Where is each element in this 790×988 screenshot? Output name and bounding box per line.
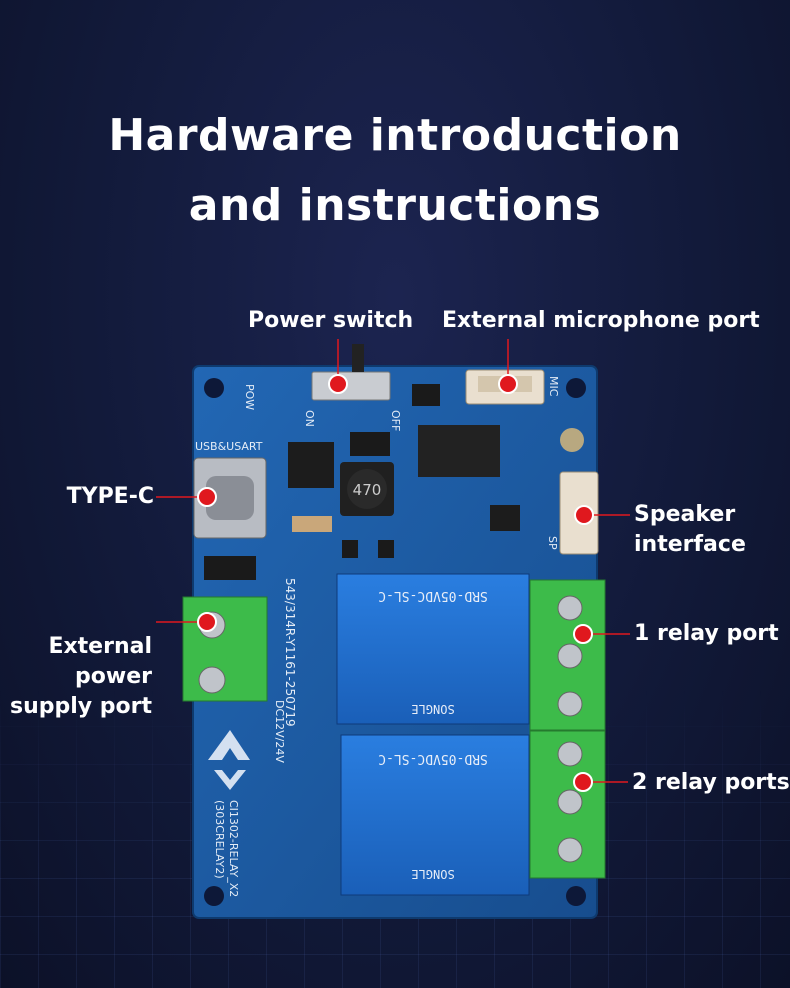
- relay2-brand: SONGLE: [411, 867, 454, 881]
- label-ext-power-line2: power: [75, 664, 152, 689]
- diode: [204, 556, 256, 580]
- label-speaker-line2: interface: [634, 532, 746, 557]
- silk-mic: MIC: [547, 376, 560, 397]
- silk-model2: (303CRELAY2): [213, 800, 226, 879]
- relay-2: [340, 734, 530, 896]
- relay1-model: SRD-05VDC-SL-C: [378, 588, 488, 603]
- capacitor: [378, 540, 394, 558]
- ic-chip: [418, 425, 500, 477]
- silk-sp: SP: [546, 536, 559, 550]
- marker-mic-port: [498, 374, 518, 394]
- marker-speaker: [574, 505, 594, 525]
- ic-chip: [350, 432, 390, 456]
- mount-hole: [566, 886, 586, 906]
- relay2-model: SRD-05VDC-SL-C: [378, 751, 488, 766]
- ic-chip: [490, 505, 520, 531]
- microphone-capsule: [560, 428, 584, 452]
- page-title-line2: and instructions: [188, 180, 602, 231]
- silk-dc: DC12V/24V: [273, 700, 286, 763]
- power-switch: [311, 371, 391, 401]
- silk-pow: POW: [243, 384, 256, 410]
- label-external-mic-port: External microphone port: [442, 308, 760, 333]
- power-terminal-block: [182, 596, 268, 702]
- page-title-line1: Hardware introduction: [108, 110, 682, 161]
- marker-ext-power: [197, 612, 217, 632]
- relay-1: [336, 573, 530, 725]
- relay1-brand: SONGLE: [411, 702, 454, 716]
- label-type-c: TYPE-C: [66, 484, 154, 509]
- label-speaker-line1: Speaker: [634, 502, 736, 527]
- silk-on: ON: [303, 410, 316, 427]
- silk-off: OFF: [389, 410, 402, 431]
- marker-type-c: [197, 487, 217, 507]
- marker-relay1: [573, 624, 593, 644]
- brand-logo: [208, 730, 250, 790]
- label-ext-power-line3: supply port: [10, 694, 153, 719]
- mount-hole: [204, 886, 224, 906]
- label-relay1: 1 relay port: [634, 621, 779, 646]
- silk-model: CI1302-RELAY_X2: [227, 800, 240, 897]
- label-power-switch: Power switch: [248, 308, 414, 333]
- label-ext-power-line1: External: [48, 634, 152, 659]
- marker-power-switch: [328, 374, 348, 394]
- inductor-label: 470: [353, 481, 382, 499]
- ic-chip: [412, 384, 440, 406]
- marker-relay2: [573, 772, 593, 792]
- ic-chip: [288, 442, 334, 488]
- mount-hole: [204, 378, 224, 398]
- capacitor: [292, 516, 332, 532]
- capacitor: [342, 540, 358, 558]
- silk-usb: USB&USART: [195, 440, 263, 453]
- mount-hole: [566, 378, 586, 398]
- label-relay2: 2 relay ports: [632, 770, 790, 795]
- silk-serial: 543/314R-Y1161-250719: [283, 578, 297, 727]
